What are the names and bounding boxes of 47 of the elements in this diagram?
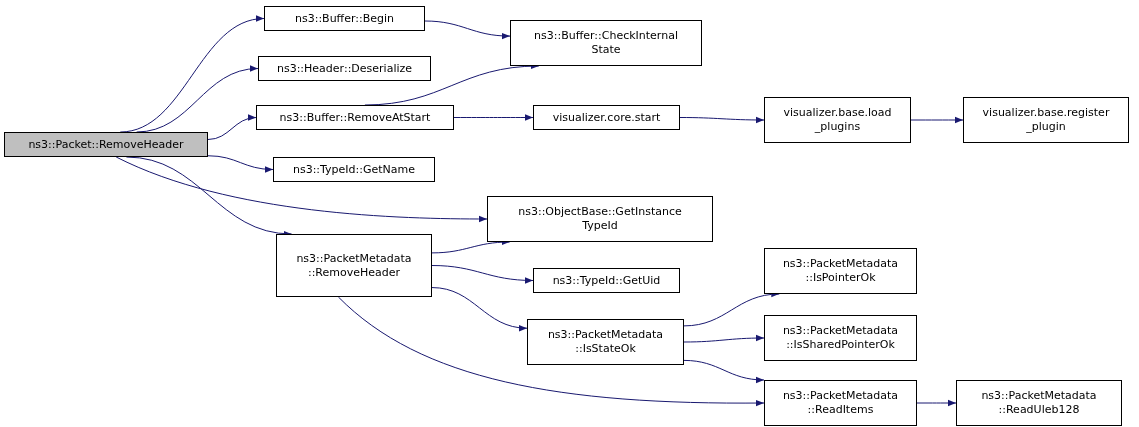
arrow [683, 334, 765, 343]
function-name: ns3::Packet::RemoveHeader [28, 137, 184, 152]
function-box [273, 157, 435, 182]
function-name: ns3::Header::Deserialize [276, 61, 413, 76]
function-box [764, 315, 917, 361]
highlighted-function-box [4, 132, 208, 157]
function-box [533, 268, 680, 293]
function-box [956, 380, 1122, 426]
arrow [207, 115, 257, 140]
function-name: ns3::PacketMetadata ::ReadUleb128 [980, 389, 1098, 417]
function-box [276, 234, 432, 297]
arrow [431, 287, 528, 331]
function-name: ns3::TypeId::GetUid [552, 273, 661, 288]
function-box [487, 196, 713, 242]
function-box [764, 97, 911, 143]
function-box [264, 6, 425, 31]
function-name: ns3::PacketMetadata ::IsPointerOk [781, 257, 900, 285]
function-box [258, 56, 431, 81]
function-name: ns3::TypeId::GetName [292, 162, 416, 177]
function-name: visualizer.base.register _plugin [981, 106, 1111, 134]
function-name: ns3::PacketMetadata ::ReadItems [781, 389, 900, 417]
arrow [337, 296, 765, 407]
function-box [764, 380, 917, 426]
function-box [533, 105, 680, 130]
arrow [910, 116, 964, 124]
arrow [683, 359, 765, 383]
function-name: visualizer.base.load _plugins [782, 106, 893, 134]
function-name: ns3::ObjectBase::GetInstance TypeId [517, 205, 683, 233]
function-box [527, 319, 684, 365]
function-name: ns3::PacketMetadata ::RemoveHeader [295, 251, 413, 280]
arrow [431, 265, 534, 284]
function-name: ns3::Buffer::Begin [294, 11, 394, 26]
function-name: ns3::PacketMetadata ::IsStateOk [546, 328, 665, 356]
function-box [256, 105, 454, 130]
arrow [916, 399, 957, 407]
arrow [679, 116, 765, 124]
arrow [424, 20, 511, 40]
arrow [207, 155, 274, 173]
function-box [963, 97, 1129, 143]
arrow [453, 114, 534, 121]
function-name: ns3::PacketMetadata ::IsSharedPointerOk [781, 324, 900, 352]
function-name: ns3::Buffer::CheckInternal State [533, 29, 679, 57]
function-box [764, 248, 917, 294]
function-name: visualizer.core.start [552, 110, 661, 125]
function-name: ns3::Buffer::RemoveAtStart [279, 110, 431, 125]
arrow [115, 156, 488, 223]
function-box [510, 20, 702, 66]
